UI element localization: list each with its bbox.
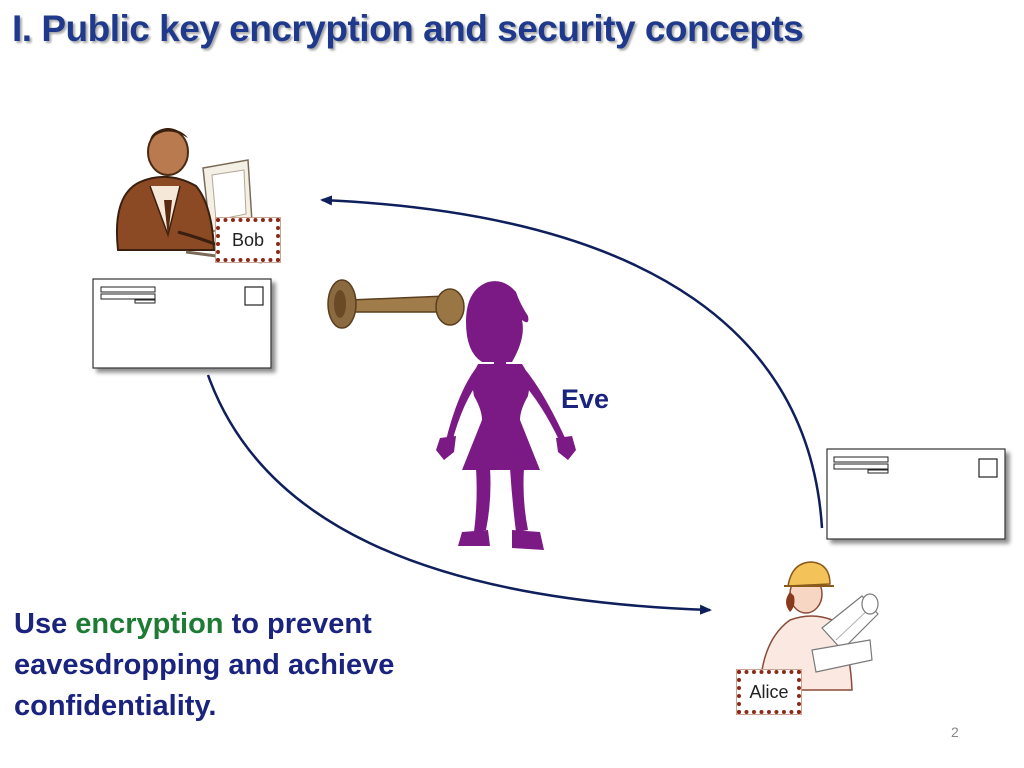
eve-figure-icon [436,281,576,550]
alice-name-tag: Alice [737,670,801,714]
arrow-alice-to-bob [320,195,824,529]
bob-figure-icon [115,128,263,264]
eve-label: Eve [561,384,610,414]
caption-after: to prevent eavesdropping and achieve con… [14,608,395,722]
caption-before: Use [14,608,76,640]
ear-horn-icon [327,279,465,329]
page-number: 2 [951,724,959,740]
bob-name-tag: Bob [216,218,280,262]
alice-envelope-icon [826,448,1006,540]
caption-highlight: encryption [75,608,224,640]
slide-title: I. Public key encryption and security co… [12,8,804,49]
bob-envelope-icon [92,278,272,369]
arrow-bob-to-alice [206,374,712,615]
caption-text: Use encryption to prevent eavesdropping … [14,604,534,727]
alice-figure-icon [759,561,879,691]
